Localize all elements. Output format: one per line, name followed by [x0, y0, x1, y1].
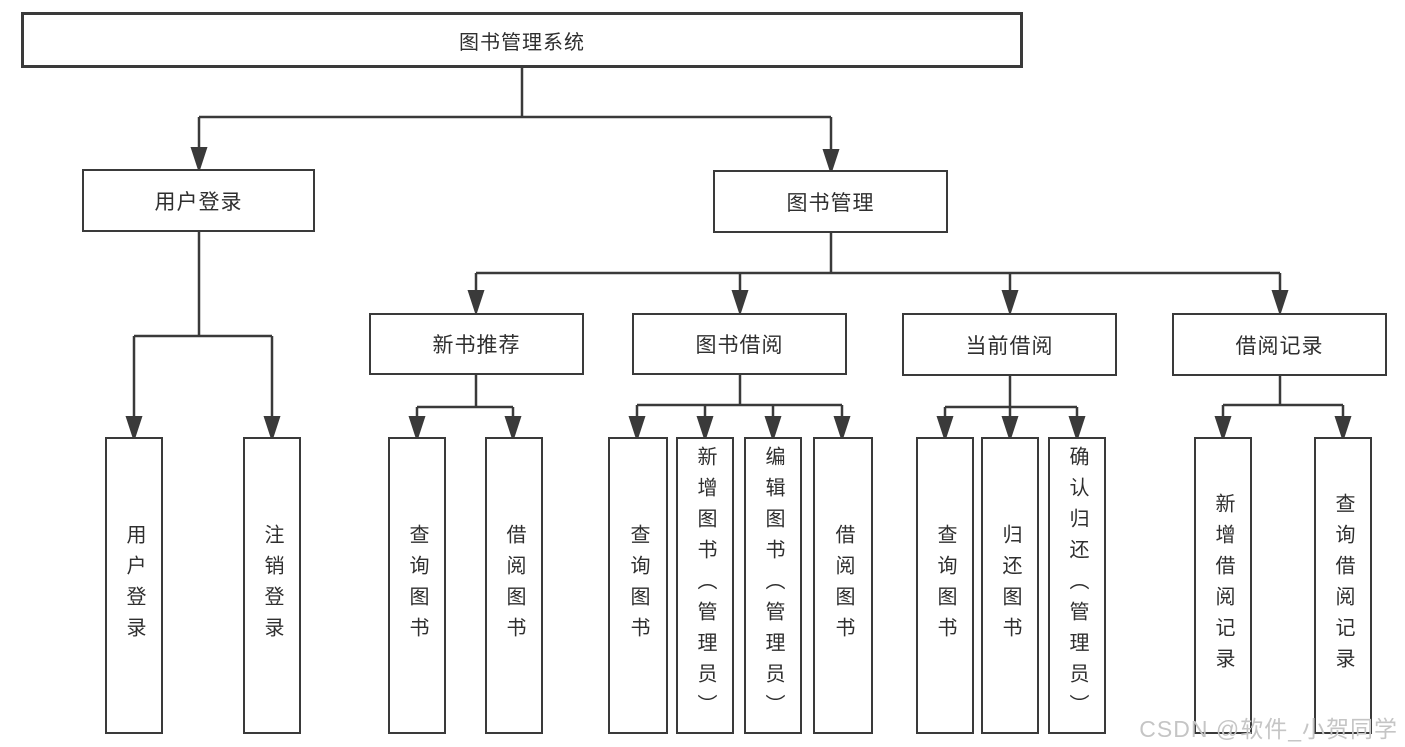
node-label: 图书管理 — [786, 191, 875, 215]
leaf-add-borrow-record: 新增借阅记录 — [1194, 437, 1252, 734]
leaf-query-books-1: 查询图书 — [388, 437, 446, 734]
node-label: 确认归还（管理员） — [1066, 446, 1088, 725]
node-user-login-group: 用户登录 — [82, 169, 315, 232]
node-label: 注销登录 — [261, 523, 283, 648]
csdn-watermark: CSDN @软件_小贺同学 — [1139, 716, 1398, 742]
node-label: 借阅图书 — [503, 523, 525, 648]
node-label: 新增借阅记录 — [1212, 492, 1234, 679]
node-label: 图书管理系统 — [459, 31, 585, 54]
leaf-query-borrow-record: 查询借阅记录 — [1314, 437, 1372, 734]
leaf-user-login: 用户登录 — [105, 437, 163, 734]
node-book-management-group: 图书管理 — [713, 170, 948, 233]
node-label: 借阅图书 — [832, 523, 854, 648]
leaf-logout: 注销登录 — [243, 437, 301, 734]
leaf-query-books-2: 查询图书 — [608, 437, 668, 734]
node-current-borrowing: 当前借阅 — [902, 313, 1117, 376]
node-label: 图书借阅 — [695, 334, 784, 357]
node-label: 归还图书 — [999, 523, 1021, 648]
node-new-book-recommend: 新书推荐 — [369, 313, 584, 375]
node-label: 用户登录 — [154, 190, 243, 214]
node-label: 新书推荐 — [432, 334, 521, 357]
node-label: 用户登录 — [123, 523, 145, 648]
leaf-confirm-return-admin: 确认归还（管理员） — [1048, 437, 1106, 734]
node-label: 编辑图书（管理员） — [762, 446, 784, 725]
leaf-borrow-books-1: 借阅图书 — [485, 437, 543, 734]
node-label: 查询图书 — [406, 523, 428, 648]
node-label: 查询借阅记录 — [1332, 492, 1354, 679]
node-label: 当前借阅 — [965, 334, 1054, 358]
node-library-management-system: 图书管理系统 — [21, 12, 1023, 68]
leaf-return-books: 归还图书 — [981, 437, 1039, 734]
node-book-borrowing: 图书借阅 — [632, 313, 847, 375]
node-label: 新增图书（管理员） — [694, 446, 716, 725]
leaf-query-books-3: 查询图书 — [916, 437, 974, 734]
leaf-edit-books-admin: 编辑图书（管理员） — [744, 437, 802, 734]
node-label: 查询图书 — [934, 523, 956, 648]
node-label: 查询图书 — [627, 523, 649, 648]
arrowhead-icons — [125, 147, 1352, 442]
node-label: 借阅记录 — [1235, 334, 1324, 358]
leaf-borrow-books-2: 借阅图书 — [813, 437, 873, 734]
leaf-add-books-admin: 新增图书（管理员） — [676, 437, 734, 734]
node-borrow-records: 借阅记录 — [1172, 313, 1387, 376]
